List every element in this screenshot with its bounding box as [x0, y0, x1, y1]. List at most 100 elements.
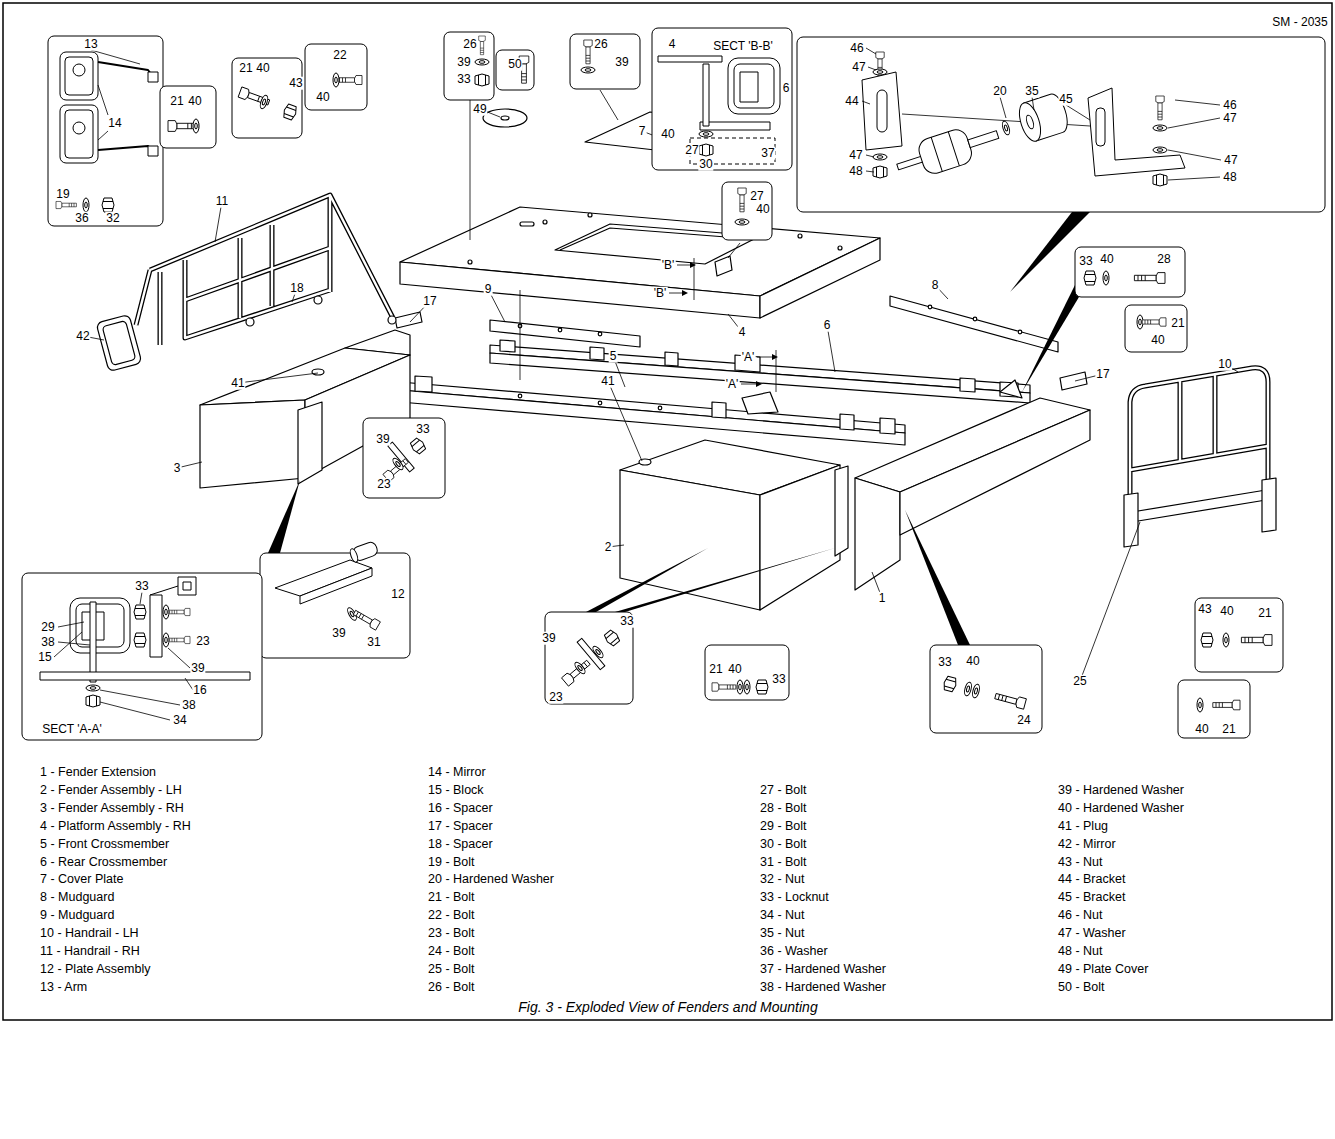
hardware-detail	[178, 577, 196, 595]
callout-number: 47	[1222, 112, 1237, 125]
part-drawing	[598, 332, 602, 336]
part-drawing	[501, 116, 509, 120]
callout-number: 22	[332, 49, 347, 62]
callout-number: 18	[289, 282, 304, 295]
parts-list-entry: 14 - Mirror	[428, 766, 486, 779]
callout-number: 23	[376, 478, 391, 491]
parts-list-entry: 20 - Hardened Washer	[428, 874, 554, 887]
callout-number: 39	[614, 56, 629, 69]
part-drawing	[543, 220, 547, 224]
callout-number: 20	[992, 85, 1007, 98]
hardware-detail	[1103, 271, 1109, 285]
parts-list-entry: 24 - Bolt	[428, 945, 475, 958]
hardware-detail	[1223, 633, 1229, 647]
figure-caption: Fig. 3 - Exploded View of Fenders and Mo…	[518, 1000, 817, 1015]
detail-wedge	[615, 548, 835, 612]
parts-list-entry: 7 - Cover Plate	[40, 874, 123, 887]
part-drawing	[558, 328, 562, 332]
callout-number: 30	[698, 158, 713, 171]
part-drawing	[855, 478, 900, 590]
part-drawing	[665, 352, 678, 366]
parts-list-entry: 30 - Bolt	[760, 838, 807, 851]
hardware-detail	[1156, 96, 1164, 120]
callout-number: 26	[462, 38, 477, 51]
callout-number: 33	[415, 423, 430, 436]
hardware-detail	[170, 608, 190, 615]
part-drawing	[520, 222, 534, 226]
callout-number: 40	[965, 655, 980, 668]
parts-list-entry: 33 - Locknut	[760, 892, 829, 905]
callout-number: 16	[192, 684, 207, 697]
hardware-detail	[699, 144, 713, 156]
callout-number: 17	[422, 295, 437, 308]
hardware-detail	[877, 90, 887, 132]
hardware-detail	[734, 64, 774, 108]
hardware-detail	[712, 683, 736, 691]
parts-list-entry: 34 - Nut	[760, 910, 804, 923]
detail-inset	[48, 36, 163, 226]
hardware-detail	[971, 683, 980, 698]
hardware-detail	[1025, 114, 1035, 129]
callout-number: 6	[782, 82, 791, 95]
callout-number: 3	[173, 462, 182, 475]
parts-list-entry: 12 - Plate Assembly	[40, 963, 150, 976]
hardware-detail	[892, 117, 1003, 184]
parts-list-entry: 9 - Mudguard	[40, 910, 114, 923]
callout-number: 32	[105, 212, 120, 225]
part-drawing	[468, 260, 472, 264]
part-drawing	[760, 465, 840, 610]
hardware-detail	[91, 50, 140, 140]
parts-list-entry: 1 - Fender Extension	[40, 766, 156, 779]
parts-list-entry: 35 - Nut	[760, 928, 804, 941]
part-drawing	[798, 234, 802, 238]
callout-number: 40	[755, 203, 770, 216]
hardware-detail	[1088, 88, 1185, 176]
part-drawing	[658, 406, 662, 410]
callout-number: 35	[1024, 85, 1039, 98]
hardware-detail	[744, 680, 750, 694]
detail-inset	[160, 86, 216, 148]
part-drawing	[518, 394, 522, 398]
section-arrow	[772, 354, 778, 360]
detail-wedge	[1022, 285, 1079, 392]
callout-number: 46	[849, 42, 864, 55]
hardware-detail	[897, 156, 924, 170]
hardware-detail	[102, 198, 114, 212]
parts-list-entry: 17 - Spacer	[428, 820, 493, 833]
hardware-detail	[573, 661, 587, 676]
callout-number: 8	[931, 279, 940, 292]
part-drawing	[1132, 490, 1266, 522]
part-drawing	[712, 402, 726, 418]
hardware-detail	[737, 680, 743, 694]
hardware-detail	[86, 685, 100, 691]
hardware-detail	[193, 119, 199, 133]
callout-number: 39	[331, 627, 346, 640]
hardware-detail	[86, 695, 100, 707]
parts-list-entry: 47 - Washer	[1058, 928, 1126, 941]
parts-list-entry: 6 - Rear Crossmember	[40, 856, 167, 869]
hardware-detail	[740, 72, 758, 102]
section-arrow	[682, 262, 778, 387]
leader-line	[608, 356, 1238, 598]
hardware-detail	[942, 676, 957, 693]
hardware-detail	[581, 67, 595, 73]
part-drawing	[590, 347, 604, 360]
callout-number: 39	[375, 433, 390, 446]
hardware-detail	[963, 681, 972, 696]
callout-number: 12	[390, 588, 405, 601]
detail-wedge	[586, 548, 708, 612]
parts-list-entry: 19 - Bolt	[428, 856, 475, 869]
hardware-detail	[98, 62, 154, 152]
parts-list-entry: 32 - Nut	[760, 874, 804, 887]
part-drawing	[246, 318, 254, 326]
callout-number: 47	[848, 149, 863, 162]
hardware-detail	[1201, 633, 1213, 647]
detail-inset	[444, 32, 494, 100]
hardware-detail	[333, 73, 339, 87]
detail-inset	[930, 645, 1042, 733]
hardware-detail	[1134, 273, 1165, 284]
parts-list-entry: 8 - Mudguard	[40, 892, 114, 905]
section-arrow	[682, 290, 688, 296]
parts-list-entry: 3 - Fender Assembly - RH	[40, 802, 184, 815]
callout-number: 33	[619, 615, 634, 628]
